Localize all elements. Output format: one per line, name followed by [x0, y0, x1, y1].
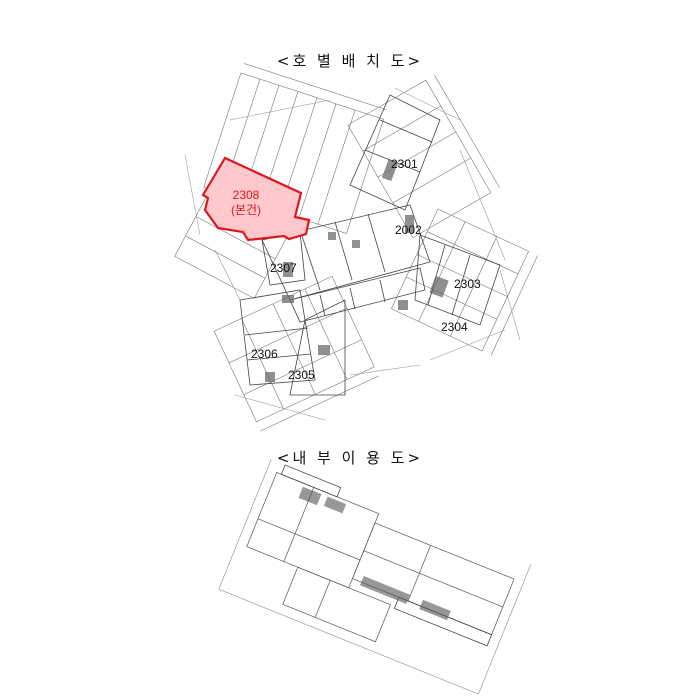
highlight-note-label: (본건)	[231, 203, 261, 217]
unit-label-2305: 2305	[288, 368, 315, 382]
highlighted-unit-2308[interactable]	[201, 156, 311, 242]
layout-plan	[174, 63, 538, 432]
interior-plan-title: <내 부 이 용 도>	[276, 449, 424, 467]
unit-label-2307: 2307	[270, 261, 297, 275]
unit-label-2304: 2304	[441, 320, 468, 334]
highlight-unit-label: 2308	[233, 188, 260, 202]
unit-label-2002: 2002	[395, 223, 422, 237]
unit-label-2306: 2306	[251, 347, 278, 361]
unit-label-2303: 2303	[454, 277, 481, 291]
unit-label-2301: 2301	[391, 157, 418, 171]
layout-plan-title: <호 별 배 치 도>	[276, 52, 424, 70]
interior-plan	[218, 459, 532, 695]
